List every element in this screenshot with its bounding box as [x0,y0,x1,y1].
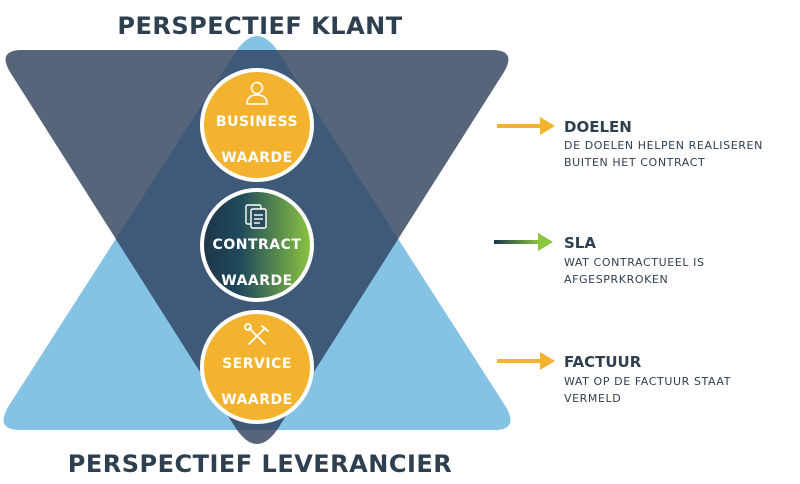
legend-title-sla: SLA [564,234,596,252]
business-waarde-label: WAARDE [221,150,293,166]
legend-desc-factuur-line1: WAT OP DE FACTUUR STAAT [564,375,732,388]
legend-desc-sla: WAT CONTRACTUEEL IS AFGESPRKROKEN [564,254,784,288]
arrow-factuur [497,352,555,370]
arrow-sla [494,233,553,251]
legend-desc-doelen-line1: DE DOELEN HELPEN REALISEREN [564,139,763,152]
service-label: SERVICE [222,356,292,372]
contract-waarde-label: WAARDE [221,273,293,289]
legend-desc-sla-line2: AFGESPRKROKEN [564,273,669,286]
service-waarde-label: WAARDE [221,392,293,408]
business-label: BUSINESS [215,114,299,130]
business-value-circle [200,68,314,182]
legend-desc-factuur-line2: VERMELD [564,392,622,405]
legend-desc-sla-line1: WAT CONTRACTUEEL IS [564,256,705,269]
legend-title-doelen: DOELEN [564,118,632,136]
customer-perspective-title: PERSPECTIEF KLANT [117,12,403,40]
contract-value-circle [200,188,314,302]
legend-desc-doelen-line2: BUITEN HET CONTRACT [564,156,706,169]
service-value-circle [200,310,314,424]
supplier-perspective-title: PERSPECTIEF LEVERANCIER [67,450,453,478]
legend-desc-factuur: WAT OP DE FACTUUR STAAT VERMELD [564,373,784,407]
person-icon [246,81,268,105]
tools-icon [244,323,269,345]
legend-desc-doelen: DE DOELEN HELPEN REALISEREN BUITEN HET C… [564,137,784,171]
contract-label: CONTRACT [212,237,302,253]
legend-title-factuur: FACTUUR [564,353,642,371]
arrow-doelen [497,117,555,135]
document-icon [245,204,267,229]
